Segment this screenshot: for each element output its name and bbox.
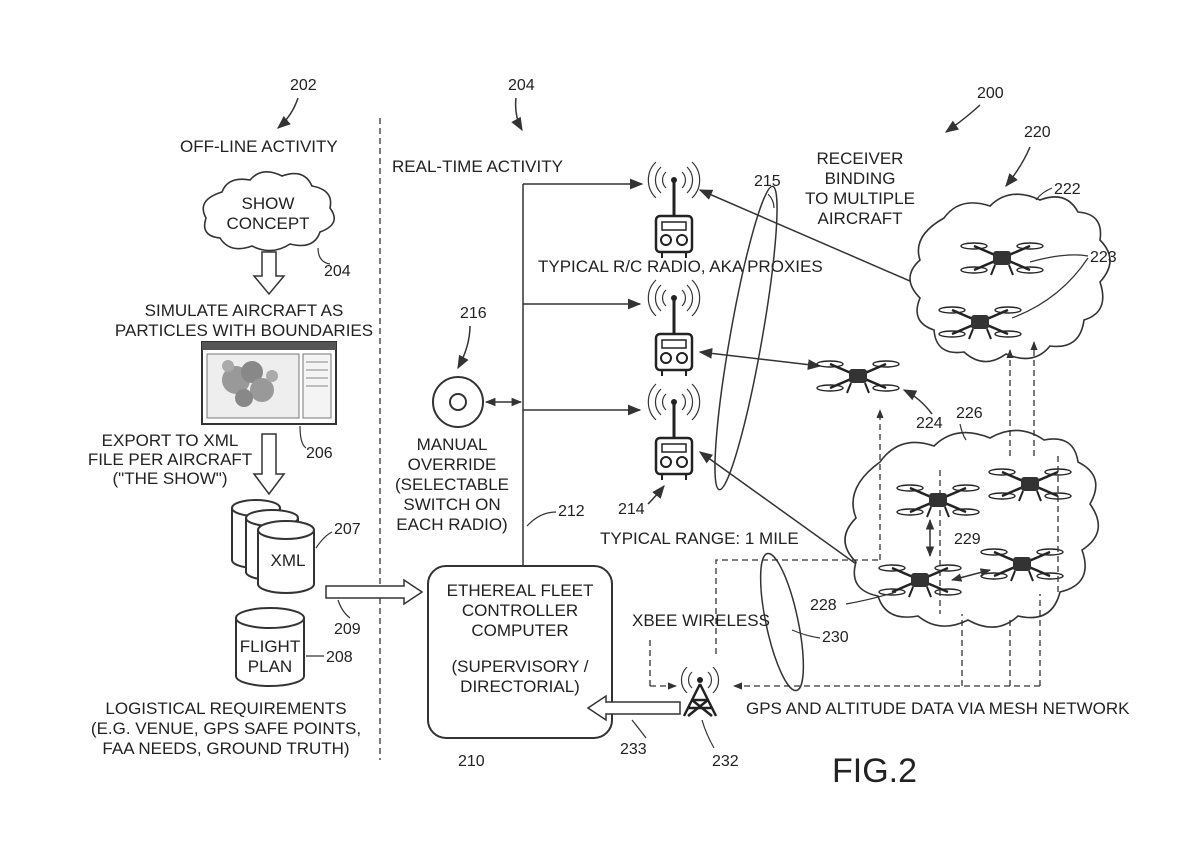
ref-209: 209 [334, 621, 361, 638]
ref-224: 224 [916, 415, 943, 432]
xbee-tower [680, 666, 720, 717]
ref-212: 212 [558, 503, 585, 520]
ref-202: 202 [290, 77, 317, 94]
show-concept-cloud [202, 171, 336, 252]
typical-range-label: TYPICAL RANGE: 1 MILE [600, 529, 799, 548]
ref-208: 208 [326, 649, 353, 666]
arrow-simulate-to-xml [252, 433, 286, 496]
rc-radio-2 [646, 278, 702, 378]
ref-232: 232 [712, 753, 739, 770]
ref-228: 228 [810, 597, 837, 614]
realtime-heading: REAL-TIME ACTIVITY [392, 157, 563, 176]
ref-222: 222 [1054, 181, 1081, 198]
xbee-label: XBEE WIRELESS [632, 611, 770, 630]
supervisory-line2: DIRECTORIAL) [460, 677, 580, 696]
ref-215: 215 [754, 173, 781, 190]
manual-line5: EACH RADIO) [396, 515, 507, 534]
controller-line1: ETHEREAL FLEET [447, 581, 594, 600]
controller-line2: CONTROLLER [462, 601, 578, 620]
ref-220: 220 [1024, 124, 1051, 141]
link-radio3-to-cloud226 [698, 451, 886, 585]
simulation-screenshot [201, 341, 337, 425]
arrow-concept-to-simulate [252, 251, 286, 296]
ref-204-concept: 204 [324, 263, 351, 280]
aircraft-cloud-222 [909, 193, 1111, 363]
link-radio2-to-drone224 [698, 348, 822, 370]
controller-line3: COMPUTER [471, 621, 568, 640]
ref-210: 210 [458, 753, 485, 770]
xml-label: XML [271, 551, 306, 570]
figure-label: FIG.2 [832, 752, 917, 790]
radio-range-ellipse [714, 185, 778, 491]
ref-226: 226 [956, 405, 983, 422]
simulate-line1: SIMULATE AIRCRAFT AS [145, 301, 344, 320]
arrow-xml-to-controller [325, 578, 424, 606]
export-line1: EXPORT TO XML [102, 431, 239, 450]
ref-207: 207 [334, 521, 361, 538]
manual-line3: (SELECTABLE [395, 475, 509, 494]
ref-200: 200 [977, 85, 1004, 102]
ref-233: 233 [620, 741, 647, 758]
logistics-line1: LOGISTICAL REQUIREMENTS [105, 699, 346, 718]
xml-file-stack [231, 499, 315, 594]
show-concept-line1: SHOW [242, 194, 295, 213]
receiver-line3: TO MULTIPLE [805, 189, 915, 208]
typical-radio-label: TYPICAL R/C RADIO, AKA PROXIES [538, 257, 823, 276]
show-concept-line2: CONCEPT [226, 214, 309, 233]
receiver-line4: AIRCRAFT [818, 209, 903, 228]
export-line2: FILE PER AIRCRAFT [88, 450, 252, 469]
gps-mesh-label: GPS AND ALTITUDE DATA VIA MESH NETWORK [746, 699, 1130, 718]
supervisory-line1: (SUPERVISORY / [452, 657, 589, 676]
flight-plan-line1: FLIGHT [240, 637, 300, 656]
ref-206: 206 [306, 445, 333, 462]
manual-line1: MANUAL [417, 435, 488, 454]
rc-radio-1 [646, 160, 702, 260]
receiver-line1: RECEIVER [817, 149, 904, 168]
manual-line2: OVERRIDE [408, 455, 497, 474]
offline-heading: OFF-LINE ACTIVITY [180, 137, 338, 156]
simulate-line2: PARTICLES WITH BOUNDARIES [115, 321, 373, 340]
arrow-tower-to-controller [586, 694, 681, 722]
ref-229: 229 [954, 531, 981, 548]
xbee-range-ellipse [759, 552, 805, 692]
ref-204-top: 204 [508, 77, 535, 94]
manual-line4: SWITCH ON [403, 495, 500, 514]
ref-223: 223 [1090, 249, 1117, 266]
aircraft-cloud-226 [844, 429, 1100, 628]
flight-plan-cylinder [235, 607, 305, 687]
rc-radio-3 [646, 382, 702, 482]
mesh-data-lines [715, 559, 880, 654]
ref-214: 214 [618, 501, 645, 518]
ref-230: 230 [822, 629, 849, 646]
receiver-line2: BINDING [825, 169, 896, 188]
flight-plan-line2: PLAN [248, 657, 292, 676]
fleet-controller-box [427, 565, 613, 739]
drone-224 [815, 359, 901, 395]
ref-216: 216 [460, 305, 487, 322]
export-line3: ("THE SHOW") [113, 469, 228, 488]
logistics-line3: FAA NEEDS, GROUND TRUTH) [102, 739, 349, 758]
link-radio1-to-cloud222 [698, 189, 928, 289]
logistics-line2: (E.G. VENUE, GPS SAFE POINTS, [91, 719, 361, 738]
